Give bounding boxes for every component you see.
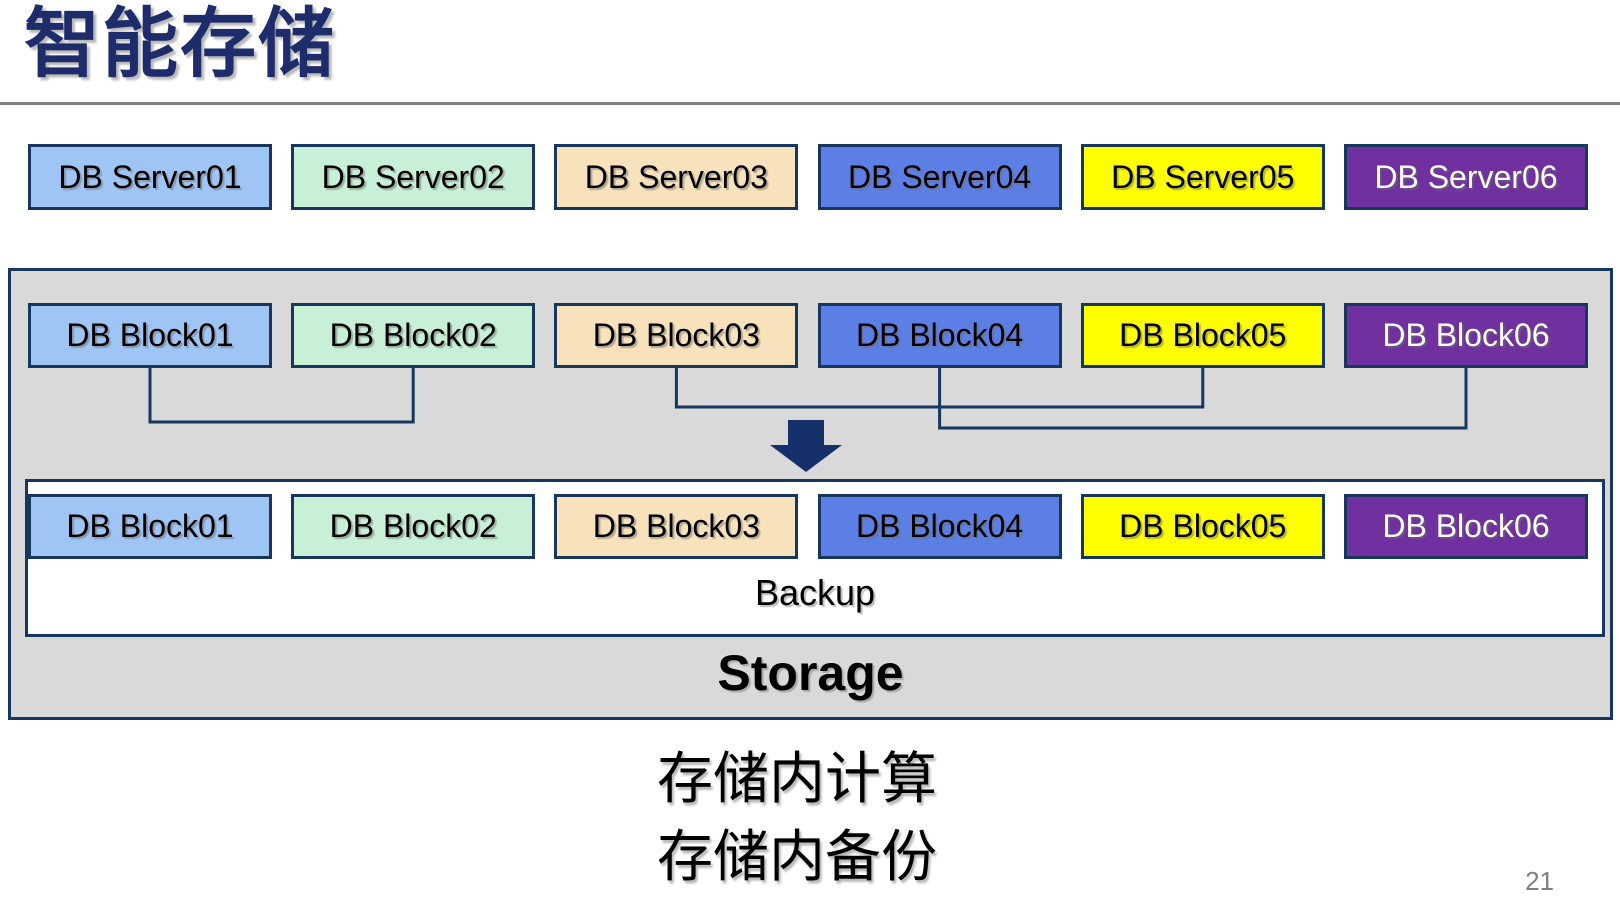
db-block-row-source: DB Block01 DB Block02 DB Block03 DB Block04… — [28, 303, 1588, 368]
db-block-backup-box-6: DB Block06 — [1343, 494, 1588, 559]
db-server-box-3: DB Server03 — [554, 144, 799, 210]
db-server-box-4: DB Server04 — [817, 144, 1062, 210]
caption-block: 存储内计算 存储内备份 — [657, 740, 937, 896]
db-block-backup-box-4: DB Block04 — [817, 494, 1062, 559]
db-block-source-box-1: DB Block01 — [28, 303, 272, 368]
db-block-backup-box-3: DB Block03 — [554, 494, 799, 559]
db-block-source-box-2: DB Block02 — [291, 303, 536, 368]
db-block-row-backup: DB Block01 DB Block02 DB Block03 DB Block04… — [28, 494, 1588, 559]
storage-label: Storage — [717, 645, 904, 701]
db-server-box-5: DB Server05 — [1080, 144, 1325, 210]
backup-label: Backup — [754, 572, 876, 613]
title-divider-rule — [0, 102, 1620, 105]
db-server-box-1: DB Server01 — [28, 144, 272, 210]
page-number: 21 — [1525, 866, 1554, 896]
db-block-backup-box-1: DB Block01 — [28, 494, 272, 559]
db-block-source-box-4: DB Block04 — [817, 303, 1062, 368]
db-block-source-box-3: DB Block03 — [554, 303, 799, 368]
caption-line-2: 存储内备份 — [657, 825, 937, 888]
db-server-row: DB Server01 DB Server02 DB Server03 DB Serv… — [28, 144, 1588, 210]
slide-title: 智能存储 — [24, 2, 336, 87]
db-block-backup-box-2: DB Block02 — [291, 494, 536, 559]
backup-container-box — [25, 479, 1605, 637]
db-block-source-box-5: DB Block05 — [1080, 303, 1325, 368]
db-block-source-box-6: DB Block06 — [1343, 303, 1588, 368]
caption-line-1: 存储内计算 — [657, 747, 937, 810]
db-server-box-2: DB Server02 — [291, 144, 536, 210]
db-server-box-6: DB Server06 — [1343, 144, 1588, 210]
db-block-backup-box-5: DB Block05 — [1080, 494, 1325, 559]
